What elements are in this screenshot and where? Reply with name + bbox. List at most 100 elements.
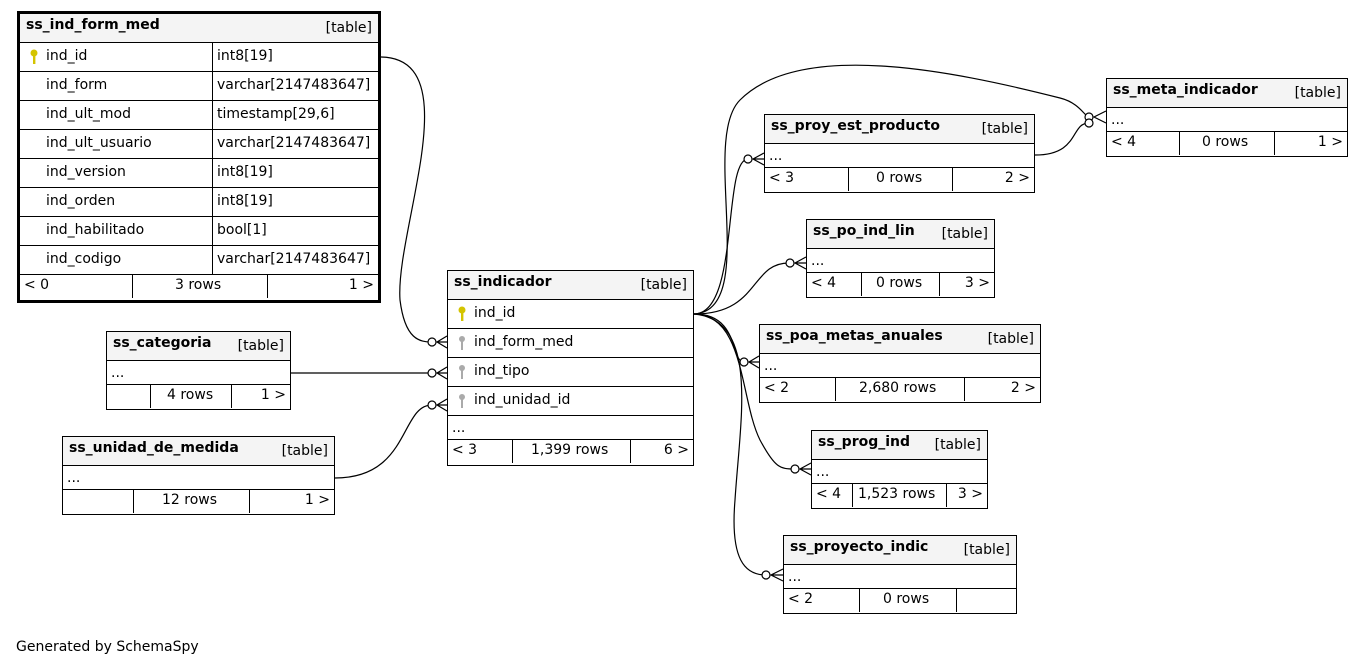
- table-footer: < 2 0 rows: [784, 589, 1016, 612]
- column-name: ind_habilitado: [46, 222, 145, 238]
- table-footer: < 2 2,680 rows 2 >: [760, 378, 1040, 401]
- table-ss-ind-form-med[interactable]: ss_ind_form_med [table] ind_id int8[19] …: [17, 11, 381, 303]
- table-kind: [table]: [981, 121, 1028, 137]
- parents-link[interactable]: < 4: [816, 486, 842, 502]
- column-type: int8[19]: [217, 193, 273, 209]
- column-name: ind_version: [46, 164, 126, 180]
- table-header: ss_proyecto_indic [table]: [784, 536, 1016, 565]
- row-count: 1,523 rows: [858, 486, 936, 502]
- table-name[interactable]: ss_proyecto_indic: [790, 539, 929, 555]
- column-name: ind_form_med: [474, 334, 574, 350]
- link-po-ind-lin: [693, 262, 791, 315]
- children-link[interactable]: 2 >: [1010, 380, 1036, 396]
- table-name[interactable]: ss_ind_form_med: [26, 17, 160, 33]
- parents-link[interactable]: < 2: [788, 591, 814, 607]
- foreign-key-icon: [459, 336, 465, 350]
- table-name[interactable]: ss_meta_indicador: [1113, 82, 1258, 98]
- column-name: ind_unidad_id: [474, 392, 571, 408]
- table-footer: < 4 0 rows 3 >: [807, 273, 994, 296]
- link-form-med: [379, 56, 433, 343]
- more-columns: ...: [784, 565, 1016, 589]
- foreign-key-icon: [459, 394, 465, 408]
- more-columns: ...: [63, 466, 334, 490]
- column-row[interactable]: ind_ult_usuario varchar[2147483647]: [20, 130, 378, 159]
- table-footer: < 3 0 rows 2 >: [765, 168, 1034, 191]
- table-ss-poa-metas-anuales[interactable]: ss_poa_metas_anuales [table] ... < 2 2,6…: [759, 324, 1041, 403]
- column-name: ind_orden: [46, 193, 116, 209]
- column-row[interactable]: ind_tipo: [448, 358, 693, 387]
- column-row[interactable]: ind_unidad_id: [448, 387, 693, 416]
- parents-link[interactable]: < 4: [1111, 134, 1137, 150]
- table-kind: [table]: [281, 443, 328, 459]
- column-name: ind_id: [474, 305, 516, 321]
- table-ss-proy-est-producto[interactable]: ss_proy_est_producto [table] ... < 3 0 r…: [764, 114, 1035, 193]
- children-link[interactable]: 1 >: [260, 387, 286, 403]
- column-name: ind_ult_usuario: [46, 135, 152, 151]
- column-row[interactable]: ind_orden int8[19]: [20, 188, 378, 217]
- table-name[interactable]: ss_unidad_de_medida: [69, 440, 239, 456]
- children-link[interactable]: 6 >: [663, 442, 689, 458]
- children-link[interactable]: 2 >: [1004, 170, 1030, 186]
- children-link[interactable]: 3 >: [957, 486, 983, 502]
- more-columns: ...: [1107, 108, 1347, 132]
- table-header: ss_prog_ind [table]: [812, 431, 987, 460]
- table-header: ss_poa_metas_anuales [table]: [760, 325, 1040, 354]
- children-link[interactable]: 1 >: [304, 492, 330, 508]
- table-ss-indicador[interactable]: ss_indicador [table] ind_id ind_form_med…: [447, 270, 694, 466]
- table-footer: < 0 3 rows 1 >: [20, 275, 378, 298]
- column-row[interactable]: ind_id int8[19]: [20, 43, 378, 72]
- table-kind: [table]: [987, 331, 1034, 347]
- row-count: 0 rows: [1202, 134, 1249, 150]
- table-kind: [table]: [237, 338, 284, 354]
- table-ss-po-ind-lin[interactable]: ss_po_ind_lin [table] ... < 4 0 rows 3 >: [806, 219, 995, 298]
- column-type: bool[1]: [217, 222, 267, 238]
- column-row[interactable]: ind_form_med: [448, 329, 693, 358]
- column-row[interactable]: ind_version int8[19]: [20, 159, 378, 188]
- column-row[interactable]: ind_codigo varchar[2147483647]: [20, 246, 378, 275]
- table-name[interactable]: ss_indicador: [454, 274, 552, 290]
- table-ss-categoria[interactable]: ss_categoria [table] ... 4 rows 1 >: [106, 331, 291, 410]
- table-kind: [table]: [1294, 85, 1341, 101]
- more-columns: ...: [812, 460, 987, 484]
- children-link[interactable]: 3 >: [964, 275, 990, 291]
- link-proyecto-indic: [693, 313, 767, 576]
- table-kind: [table]: [941, 226, 988, 242]
- parents-link[interactable]: < 2: [764, 380, 790, 396]
- table-header: ss_categoria [table]: [107, 332, 290, 361]
- column-type: varchar[2147483647]: [217, 77, 371, 93]
- column-type: timestamp[29,6]: [217, 106, 335, 122]
- more-columns: ...: [448, 416, 693, 440]
- column-row[interactable]: ind_id: [448, 300, 693, 329]
- table-ss-meta-indicador[interactable]: ss_meta_indicador [table] ... < 4 0 rows…: [1106, 78, 1348, 157]
- children-link[interactable]: 1 >: [348, 277, 374, 293]
- children-link[interactable]: 1 >: [1317, 134, 1343, 150]
- table-header: ss_unidad_de_medida [table]: [63, 437, 334, 466]
- link-meta-indicador: [693, 64, 1090, 315]
- table-footer: < 4 0 rows 1 >: [1107, 132, 1347, 155]
- table-name[interactable]: ss_po_ind_lin: [813, 223, 915, 239]
- column-row[interactable]: ind_form varchar[2147483647]: [20, 72, 378, 101]
- row-count: 0 rows: [876, 170, 923, 186]
- table-name[interactable]: ss_categoria: [113, 335, 212, 351]
- table-footer: < 4 1,523 rows 3 >: [812, 484, 987, 507]
- column-name: ind_codigo: [46, 251, 122, 267]
- table-footer: < 3 1,399 rows 6 >: [448, 440, 693, 463]
- row-count: 2,680 rows: [859, 380, 937, 396]
- table-name[interactable]: ss_proy_est_producto: [771, 118, 940, 134]
- parents-link[interactable]: < 0: [24, 277, 50, 293]
- table-name[interactable]: ss_prog_ind: [818, 434, 911, 450]
- parents-link[interactable]: < 3: [452, 442, 478, 458]
- parents-link[interactable]: < 4: [811, 275, 837, 291]
- parents-link[interactable]: < 3: [769, 170, 795, 186]
- table-ss-proyecto-indic[interactable]: ss_proyecto_indic [table] ... < 2 0 rows: [783, 535, 1017, 614]
- table-name[interactable]: ss_poa_metas_anuales: [766, 328, 943, 344]
- primary-key-icon: [30, 49, 38, 64]
- column-row[interactable]: ind_ult_mod timestamp[29,6]: [20, 101, 378, 130]
- table-ss-unidad-de-medida[interactable]: ss_unidad_de_medida [table] ... 12 rows …: [62, 436, 335, 515]
- link-unidad: [334, 404, 433, 479]
- foreign-key-icon: [459, 365, 465, 379]
- table-kind: [table]: [934, 437, 981, 453]
- column-name: ind_form: [46, 77, 108, 93]
- column-row[interactable]: ind_habilitado bool[1]: [20, 217, 378, 246]
- table-ss-prog-ind[interactable]: ss_prog_ind [table] ... < 4 1,523 rows 3…: [811, 430, 988, 509]
